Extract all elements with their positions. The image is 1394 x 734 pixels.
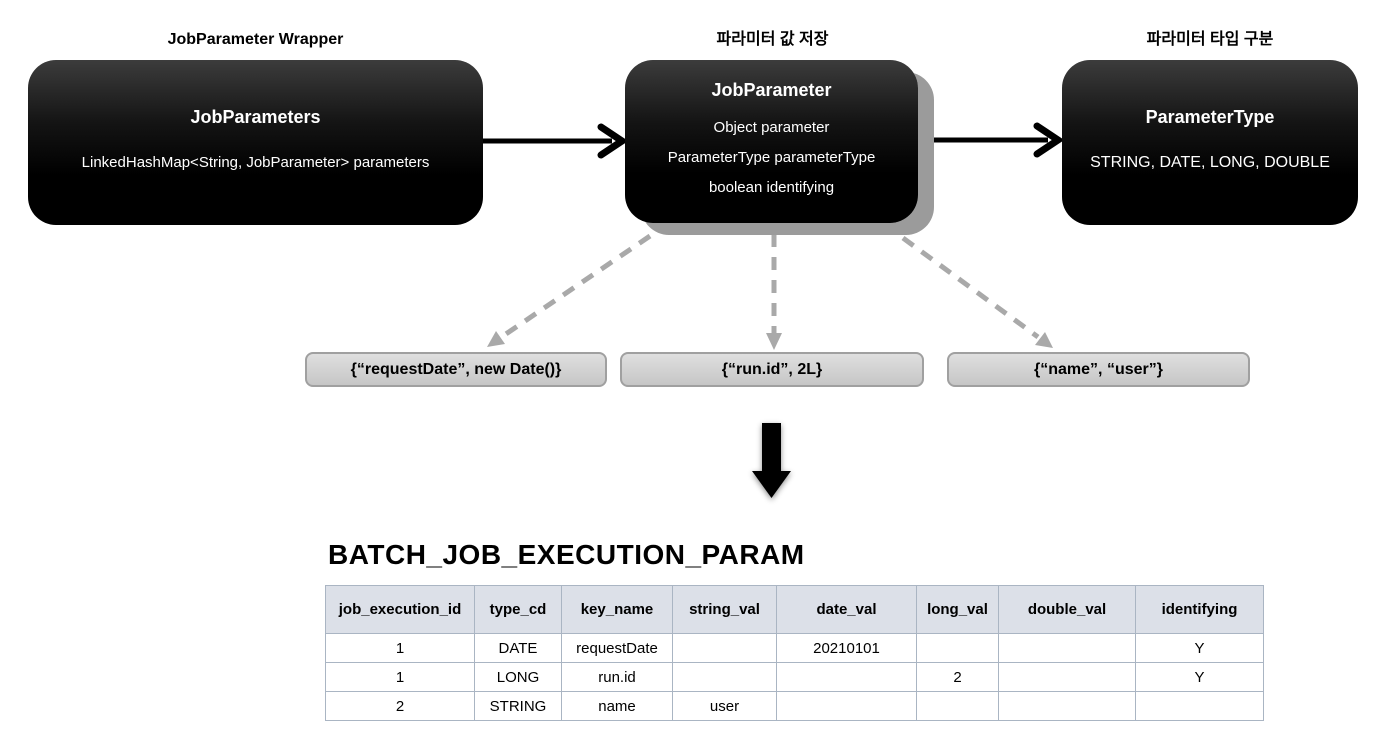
dashed-arrow-middle-icon [766,234,782,350]
flow-box-caption: JobParameter Wrapper [167,31,344,48]
table-cell [916,633,999,663]
table-cell: 20210101 [776,633,917,663]
flow-box-jobparameter: JobParameter Object parameter ParameterT… [625,60,918,223]
dashed-arrow-right-icon [901,235,1053,348]
flow-box-title: JobParameter [711,80,832,100]
table-cell [672,662,777,692]
example-chip: {“run.id”, 2L} [620,352,924,387]
table-cell [998,691,1136,721]
table-cell [998,662,1136,692]
right-arrow-1-icon [483,123,629,159]
column-header: long_val [916,585,999,634]
db-table-title: BATCH_JOB_EXECUTION_PARAM [328,539,805,570]
table-cell: STRING [474,691,562,721]
table-cell: 2 [325,691,475,721]
flow-box-title: ParameterType [1145,107,1275,127]
flow-box-field: STRING, DATE, LONG, DOUBLE [1090,154,1330,171]
table-cell: 1 [325,633,475,663]
table-cell [672,633,777,663]
table-cell: name [561,691,673,721]
example-chip: {“name”, “user”} [947,352,1250,387]
right-arrow-2-icon [918,122,1065,158]
table-cell: DATE [474,633,562,663]
flow-box-field: Object parameter [713,119,830,136]
down-arrow-icon [752,423,791,498]
flow-box-title: JobParameters [190,107,321,127]
column-header: string_val [672,585,777,634]
table-cell [1135,691,1264,721]
flow-box-parametertype: ParameterType STRING, DATE, LONG, DOUBLE [1062,60,1358,225]
flow-box-field: LinkedHashMap<String, JobParameter> para… [81,154,430,171]
flow-box-field: ParameterType parameterType [667,149,876,166]
flow-box-caption: 파라미터 값 저장 [716,31,829,48]
column-header: date_val [776,585,917,634]
table-cell: Y [1135,662,1264,692]
table-cell: 1 [325,662,475,692]
table-cell [776,691,917,721]
table-cell [916,691,999,721]
table-cell: requestDate [561,633,673,663]
column-header: job_execution_id [325,585,475,634]
table-cell: LONG [474,662,562,692]
flow-box-jobparameters: JobParameters LinkedHashMap<String, JobP… [28,60,483,225]
flow-box-field: boolean identifying [708,179,835,196]
column-header: double_val [998,585,1136,634]
flow-box-caption: 파라미터 타입 구분 [1146,31,1274,48]
dashed-arrow-left-icon [487,233,652,347]
example-chip: {“requestDate”, new Date()} [305,352,607,387]
table-cell: Y [1135,633,1264,663]
